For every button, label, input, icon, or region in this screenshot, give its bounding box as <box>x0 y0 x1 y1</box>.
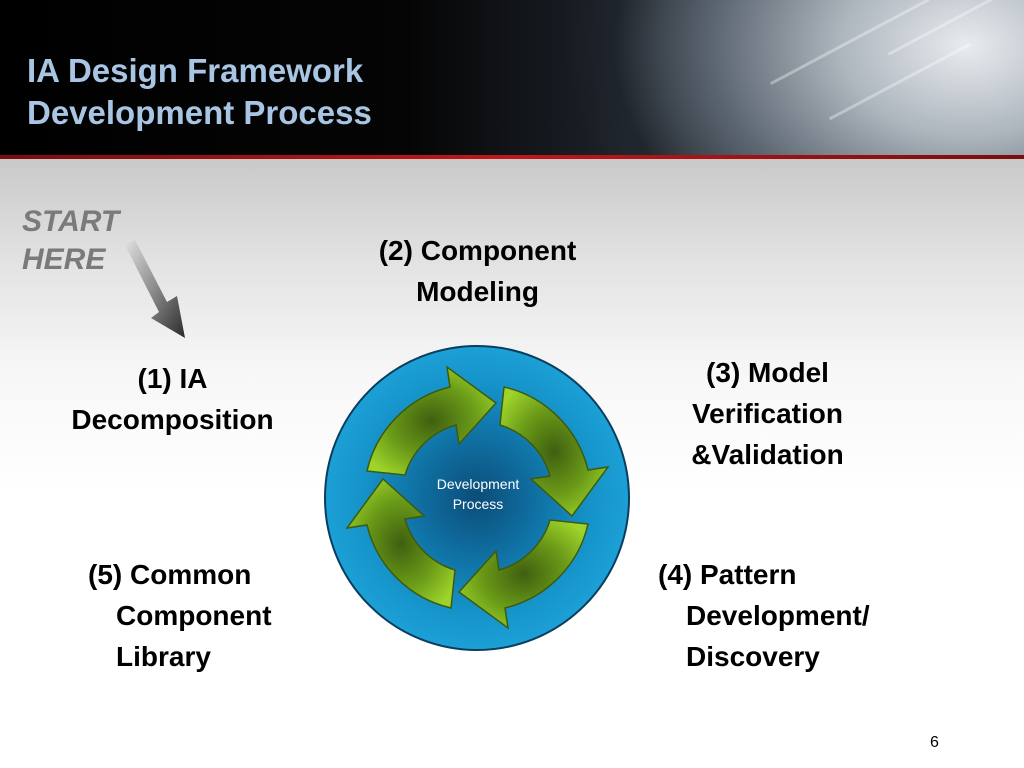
center-label-line-2: Process <box>453 496 504 512</box>
step-1-line-2: Decomposition <box>71 404 274 435</box>
step-5-common-component-library: (5) Common Component Library <box>88 554 328 677</box>
start-line-1: START <box>22 205 120 238</box>
earth-image <box>564 0 1024 158</box>
cycle-arrow-top-left <box>366 365 498 476</box>
start-line-2: HERE <box>22 243 106 276</box>
step-1-line-1: (1) IA <box>137 363 208 394</box>
step-1-ia-decomposition: (1) IA Decomposition <box>40 358 305 440</box>
page-number: 6 <box>930 734 939 751</box>
step-5-line-1: (5) Common <box>88 559 252 590</box>
step-4-pattern-development: (4) Pattern Development/ Discovery <box>658 554 938 677</box>
step-5-line-2: Component <box>116 600 272 631</box>
step-4-line-2: Development/ <box>686 600 870 631</box>
start-here-label: START HERE <box>22 203 119 279</box>
pointer-arrow-icon <box>125 240 185 338</box>
cycle-arrow-bottom-left <box>345 477 456 609</box>
step-3-line-2: Verification <box>692 398 843 429</box>
cycle-arrow-bottom-right <box>457 519 589 630</box>
header-banner: IA Design Framework Development Process <box>0 0 1024 158</box>
cycle-arrow-top-right <box>499 386 610 518</box>
header-divider <box>0 155 1024 159</box>
step-5-line-3: Library <box>116 641 211 672</box>
step-3-line-3: &Validation <box>691 439 844 470</box>
step-3-line-1: (3) Model <box>706 357 829 388</box>
page-title: IA Design Framework Development Process <box>27 50 372 134</box>
step-2-line-2: Modeling <box>416 276 539 307</box>
title-line-2: Development Process <box>27 94 372 131</box>
step-2-component-modeling: (2) Component Modeling <box>345 230 610 312</box>
development-cycle-diagram: Development Process <box>324 345 630 651</box>
title-line-1: IA Design Framework <box>27 52 364 89</box>
center-label-line-1: Development <box>437 476 520 492</box>
step-4-line-1: (4) Pattern <box>658 559 797 590</box>
step-3-model-verification: (3) Model Verification &Validation <box>655 352 880 475</box>
step-4-line-3: Discovery <box>686 641 820 672</box>
step-2-line-1: (2) Component <box>378 235 577 266</box>
